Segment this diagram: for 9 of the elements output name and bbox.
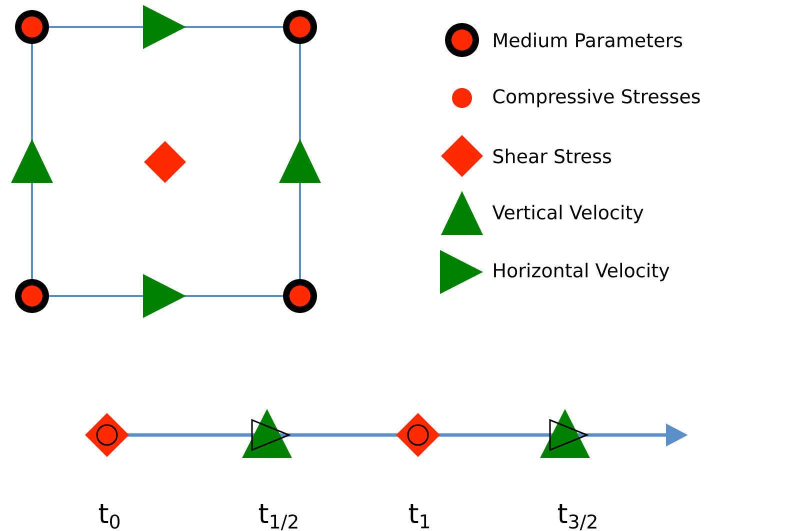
time-label: t$_{1}$ [408,504,430,528]
time-label: t$_{1/2}$ [258,504,298,530]
time-label: t$_{0}$ [98,504,120,529]
legend-label: Compressive Stresses [493,88,700,108]
legend-label: Shear Stress [493,148,611,164]
legend-label: Horizontal Velocity [494,262,670,282]
legend-label: Medium Parameters [494,32,682,48]
time-label: t$_{3/2}$ [558,504,596,530]
legend-label: Vertical Velocity [492,204,644,224]
